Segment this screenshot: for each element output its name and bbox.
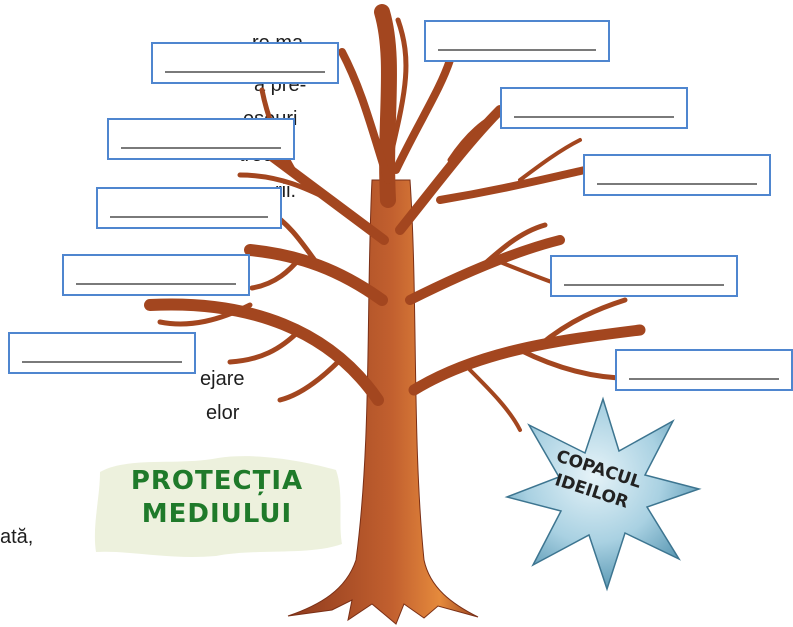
text-fragment: ată, <box>0 526 34 548</box>
idea-box-8[interactable] <box>550 255 738 297</box>
idea-box-6[interactable] <box>96 187 282 229</box>
idea-box-9[interactable] <box>8 332 196 374</box>
badge-line-2: MEDIULUI <box>141 498 293 529</box>
text-fragment: elor <box>206 402 240 424</box>
idea-box-10[interactable] <box>615 349 793 391</box>
blank-line[interactable] <box>597 183 757 185</box>
blank-line[interactable] <box>76 283 236 285</box>
blank-line[interactable] <box>121 147 281 149</box>
star-burst-badge <box>504 396 702 592</box>
idea-box-4[interactable] <box>107 118 295 160</box>
idea-box-5[interactable] <box>583 154 771 196</box>
blank-line[interactable] <box>110 216 268 218</box>
blank-line[interactable] <box>165 71 325 73</box>
blank-line[interactable] <box>564 284 724 286</box>
blank-line[interactable] <box>22 361 182 363</box>
idea-box-7[interactable] <box>62 254 250 296</box>
blank-line[interactable] <box>514 116 674 118</box>
text-fragment: ejare <box>200 368 245 390</box>
idea-box-2[interactable] <box>424 20 610 62</box>
idea-box-1[interactable] <box>151 42 339 84</box>
badge-background <box>94 456 342 557</box>
blank-line[interactable] <box>629 378 779 380</box>
idea-box-3[interactable] <box>500 87 688 129</box>
protection-badge-title: PROTECȚIA MEDIULUI <box>88 465 346 530</box>
badge-line-1: PROTECȚIA <box>130 466 304 496</box>
blank-line[interactable] <box>438 49 596 51</box>
